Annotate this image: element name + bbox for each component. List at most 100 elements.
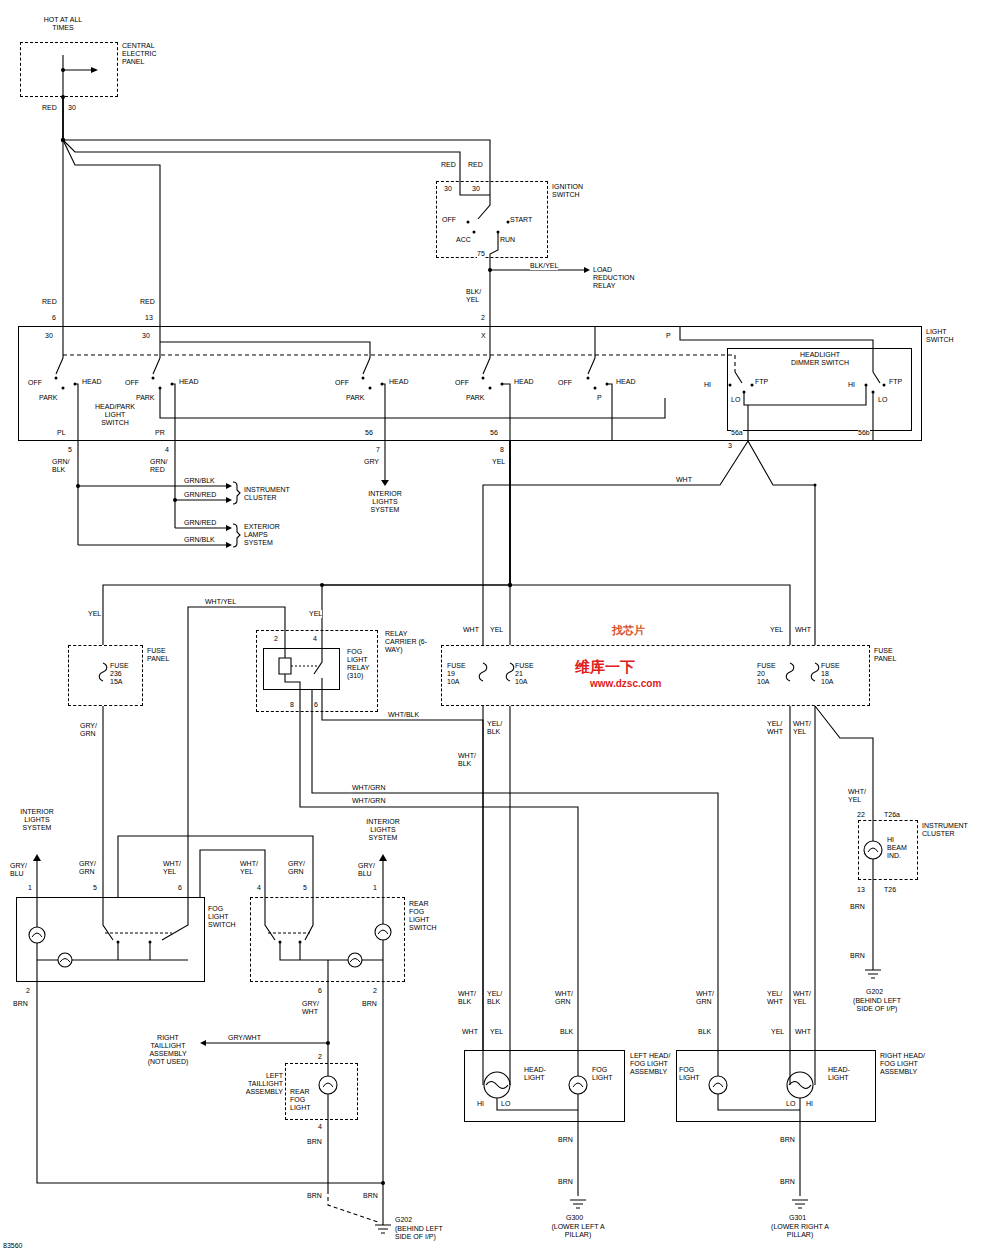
wire [75, 384, 665, 441]
text-slot: WHT [795, 626, 811, 634]
pin-number: 56 [365, 429, 373, 437]
text-slot: RED [42, 298, 57, 306]
text-slot: BRN [780, 1178, 795, 1186]
text-slot: P [597, 394, 602, 402]
wire-connector [63, 97, 160, 326]
text-slot: FUSE 20 10A [757, 662, 779, 686]
pin-number: 6 [52, 314, 56, 322]
junction-dot [61, 68, 817, 1185]
text-slot: T26 [884, 886, 896, 894]
text-slot: 30 [45, 332, 53, 340]
text-slot: HI [848, 381, 855, 389]
wire [63, 355, 735, 372]
wire-label: PARK [136, 394, 155, 402]
text-slot: FUSE 19 10A [447, 662, 469, 686]
fuse-symbol [811, 663, 819, 681]
text-slot: FUSE 236 15A [110, 662, 132, 686]
text-slot: GRN/ RED [150, 458, 170, 474]
text-slot: RIGHT HEAD/ FOG LIGHT ASSEMBLY [880, 1052, 932, 1076]
text-slot: YEL [309, 610, 322, 618]
text-slot: WHT/ YEL [793, 720, 813, 736]
text-slot: CENTRAL ELECTRIC PANEL [122, 42, 162, 66]
text-slot: GRY/ WHT [302, 1000, 322, 1016]
pin-number: 5 [93, 884, 97, 892]
wire-connector [312, 690, 718, 1050]
lamp-symbol [709, 1076, 727, 1094]
text-slot: FOG LIGHT [679, 1066, 703, 1082]
text-slot: WHT/ BLK [458, 752, 478, 768]
text-slot: WHT [462, 1028, 478, 1036]
wire-label: P [666, 332, 671, 340]
text-slot: BLK/YEL [530, 262, 558, 270]
junction-dot [173, 498, 177, 502]
lamp-symbol [569, 1076, 587, 1094]
component-box: INSTRUMENT CLUSTERHI BEAM IND. [858, 820, 918, 880]
lamp-filament [32, 848, 878, 1087]
text-slot: YEL [490, 626, 503, 634]
text-slot: (BEHIND LEFT SIDE OF I/P) [395, 1225, 453, 1241]
wire [206, 1043, 328, 1190]
wire-connector [483, 441, 748, 645]
fuse-symbol [786, 663, 794, 681]
text-slot: LOAD REDUCTION RELAY [593, 266, 641, 290]
wire-label: G202 [395, 1216, 412, 1224]
text-slot: 5 [93, 884, 97, 892]
text-slot: RED [140, 298, 155, 306]
fuse-symbol [506, 663, 514, 681]
text-slot: 56b [858, 429, 870, 437]
wire-label: BRN [362, 1000, 377, 1008]
wire-label: HEAD [514, 378, 533, 386]
wire-label: BRN [307, 1138, 322, 1146]
contact-dot [751, 384, 754, 387]
wire-label: BRN [13, 1000, 28, 1008]
text-slot: 7 [376, 446, 380, 454]
text-slot: FOG LIGHT [592, 1066, 616, 1082]
text-slot: HEADLIGHT DIMMER SWITCH [787, 351, 853, 367]
wire-label: T26 [884, 886, 896, 894]
contact-dot [299, 941, 302, 944]
text-slot: INTERIOR LIGHTS SYSTEM [361, 818, 405, 842]
pin-number: 30 [472, 185, 480, 193]
wire-label: HI [477, 1100, 484, 1108]
fuse-symbol [786, 663, 794, 681]
text-slot: WHT [676, 476, 692, 484]
wire-label: WHT/ YEL [848, 788, 868, 804]
text-slot: PL [57, 429, 66, 437]
text-slot: PR [155, 429, 165, 437]
contact-dot [55, 221, 886, 944]
wire-label: WHT [795, 1028, 811, 1036]
contact-dot [883, 384, 886, 387]
fuse-symbol [479, 663, 487, 681]
text-slot: RED [42, 104, 57, 112]
wire-label: BRN [558, 1136, 573, 1144]
component-name: HEADLIGHT DIMMER SWITCH [787, 351, 853, 367]
wire-label: YEL/ WHT [767, 720, 787, 736]
text-slot: WHT/BLK [388, 711, 419, 719]
text-slot: GRN/BLK [184, 477, 215, 485]
text-slot: GRY/ BLU [10, 862, 30, 878]
wire-label: ACC [456, 236, 471, 244]
wire-label: WHT/ GRN [696, 990, 716, 1006]
contact-dot [149, 941, 152, 944]
text-slot: HI BEAM IND. [887, 836, 913, 860]
wire-connector [103, 441, 510, 645]
text-slot: 2 [481, 314, 485, 322]
junction-dot [76, 484, 80, 488]
wire-label: BLK/ YEL [466, 288, 486, 304]
pin-number: 30 [444, 185, 452, 193]
wire-label: OFF [125, 379, 139, 387]
wire-label: WHT/ GRN [555, 990, 575, 1006]
wire-label: LOAD REDUCTION RELAY [593, 266, 641, 290]
wire-label: LO [731, 396, 740, 404]
text-slot: 2 [373, 987, 377, 995]
wire [63, 326, 595, 358]
wire [63, 55, 91, 97]
wire-label: BRN [558, 1178, 573, 1186]
wire-label: HEAD [82, 378, 101, 386]
fuse-symbol [811, 663, 819, 681]
text-slot: HI [477, 1100, 484, 1108]
wire-label: WHT/ YEL [240, 860, 260, 876]
component-box: HEADLIGHT DIMMER SWITCH [727, 348, 912, 431]
wire-label: WHT/ BLK [458, 990, 478, 1006]
